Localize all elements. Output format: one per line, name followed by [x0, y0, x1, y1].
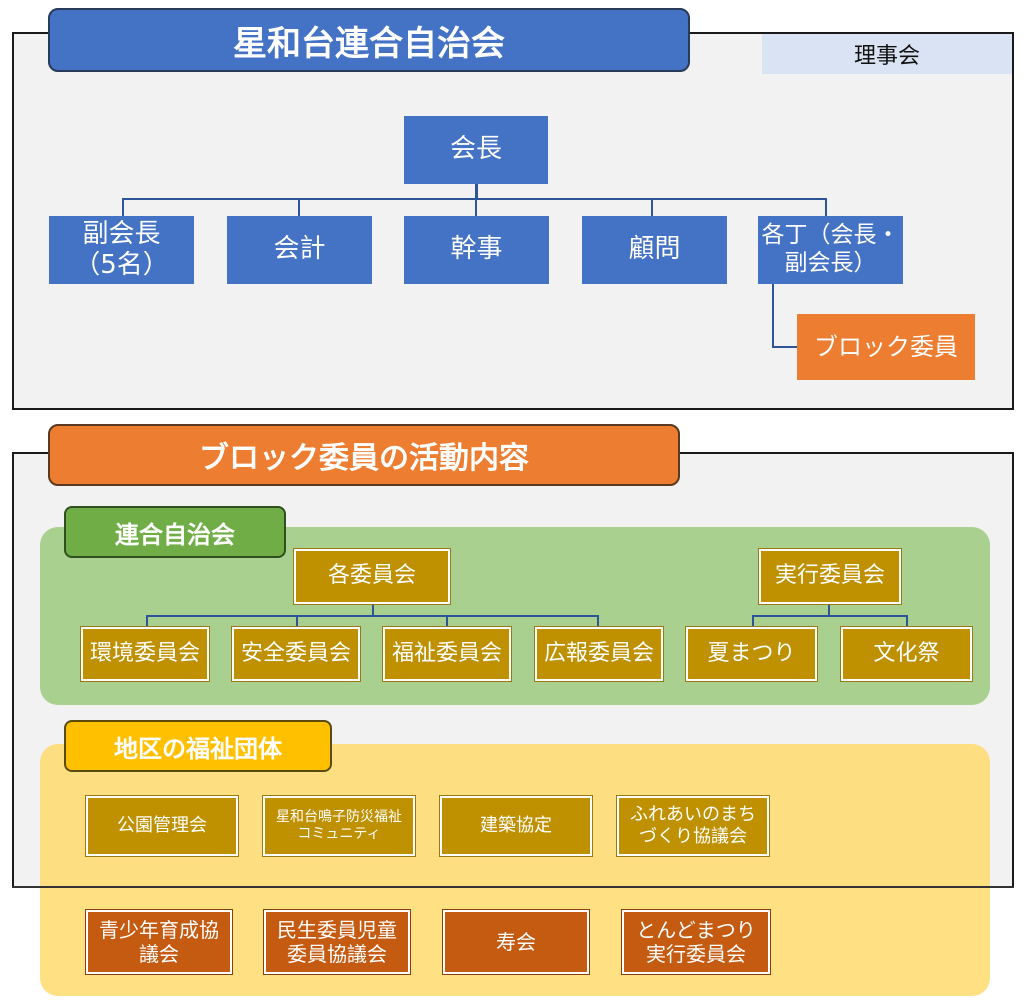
frame-bottom-edge [12, 886, 1014, 888]
committee-safety: 安全委員会 [231, 626, 361, 682]
welfare-org-youth: 青少年育成協 議会 [85, 909, 233, 975]
welfare-label-box: 地区の福祉団体 [64, 720, 332, 772]
connector-line [752, 615, 908, 617]
welfare-org-welfare-commissioners: 民生委員児童 委員協議会 [263, 909, 411, 975]
connector-line [122, 198, 124, 216]
connector-line [146, 615, 599, 617]
committee-publicity: 広報委員会 [534, 626, 664, 682]
executive-head-label: 実行委員会 [774, 563, 885, 589]
board-label: 理事会 [853, 44, 920, 69]
connector-line [296, 615, 298, 627]
welfare-org-label: ふれあいのまち づくり協議会 [630, 804, 756, 847]
officer-accountant: 会計 [227, 216, 372, 284]
committees-head-box: 各委員会 [293, 548, 451, 605]
officer-district-heads: 各丁（会長・ 副会長） [758, 216, 903, 284]
council-title-banner: 星和台連合自治会 [48, 8, 690, 72]
welfare-org-label: とんどまつり 実行委員会 [636, 918, 756, 966]
welfare-org-building: 建築協定 [439, 795, 593, 857]
council-title: 星和台連合自治会 [233, 23, 505, 64]
executive-head-box: 実行委員会 [758, 548, 902, 605]
welfare-org-label: 民生委員児童 委員協議会 [277, 918, 397, 966]
welfare-org-disaster: 星和台鳴子防災福祉 コミュニティ [262, 795, 416, 857]
connector-line [772, 284, 774, 348]
welfare-org-park: 公園管理会 [85, 795, 239, 857]
welfare-org-tondo-festival: とんどまつり 実行委員会 [621, 909, 771, 975]
connector-line [597, 615, 599, 627]
event-culture-festival: 文化祭 [840, 626, 973, 682]
officer-vice-president: 副会長 （5名） [49, 216, 194, 284]
activities-title-banner: ブロック委員の活動内容 [48, 424, 680, 486]
board-label-box: 理事会 [762, 34, 1012, 74]
connector-line [825, 198, 827, 216]
welfare-org-label: 公園管理会 [117, 815, 207, 837]
connector-line [146, 615, 148, 627]
connector-line [828, 604, 830, 616]
welfare-org-label: 青少年育成協 議会 [99, 918, 219, 966]
connector-line [372, 604, 374, 616]
committee-environment: 環境委員会 [80, 626, 210, 682]
connector-line [475, 198, 477, 216]
committee-label: 安全委員会 [240, 640, 351, 666]
officer-label: 会計 [273, 234, 326, 265]
committee-label: 環境委員会 [89, 640, 200, 666]
president-label: 会長 [449, 134, 502, 165]
connector-line [772, 346, 798, 348]
welfare-org-label: 建築協定 [480, 815, 552, 837]
activities-title: ブロック委員の活動内容 [199, 441, 529, 476]
officer-label: 顧問 [628, 234, 681, 265]
event-summer-festival: 夏まつり [685, 626, 818, 682]
connector-line [752, 615, 754, 627]
block-committee-box: ブロック委員 [797, 314, 975, 380]
event-label: 夏まつり [707, 640, 796, 666]
connector-line [651, 198, 653, 216]
block-committee-label: ブロック委員 [814, 332, 958, 361]
committee-label: 広報委員会 [543, 640, 654, 666]
event-label: 文化祭 [873, 640, 940, 666]
connector-line [906, 615, 908, 627]
welfare-org-label: 寿会 [496, 930, 536, 954]
federation-label-box: 連合自治会 [64, 506, 286, 558]
officer-label: 副会長 （5名） [74, 218, 169, 280]
officer-secretary: 幹事 [404, 216, 549, 284]
welfare-label: 地区の福祉団体 [114, 734, 282, 763]
officer-label: 幹事 [450, 234, 503, 265]
committee-welfare: 福祉委員会 [382, 626, 512, 682]
welfare-org-community: ふれあいのまち づくり協議会 [616, 795, 770, 857]
committee-label: 福祉委員会 [391, 640, 502, 666]
welfare-org-elderly: 寿会 [442, 909, 590, 975]
officer-label: 各丁（会長・ 副会長） [761, 222, 900, 276]
connector-line [446, 615, 448, 627]
federation-label: 連合自治会 [115, 520, 235, 549]
officer-advisor: 顧問 [582, 216, 727, 284]
welfare-org-label: 星和台鳴子防災福祉 コミュニティ [276, 809, 402, 842]
committees-head-label: 各委員会 [327, 563, 416, 589]
connector-line [475, 184, 478, 200]
connector-line [122, 198, 825, 200]
connector-line [298, 198, 300, 216]
president-box: 会長 [404, 116, 548, 184]
